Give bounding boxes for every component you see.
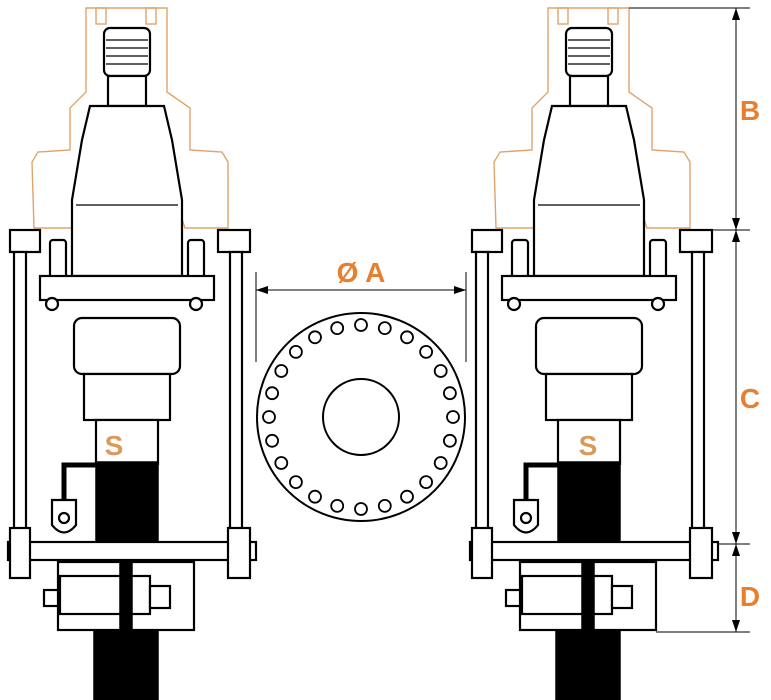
bolt-hole (308, 489, 322, 504)
left-cable-core (95, 461, 159, 545)
right-cable-out (555, 629, 621, 700)
right-flange (500, 274, 678, 302)
bolt-hole (288, 344, 303, 359)
flange-bore (322, 378, 400, 456)
left-clamp-bolt-l (42, 588, 60, 608)
left-stud-1 (48, 238, 68, 280)
bolt-hole (400, 330, 414, 345)
dimension-b-label: B (740, 95, 760, 126)
left-flange (38, 274, 216, 302)
bolt-hole (274, 456, 289, 470)
bolt-hole (442, 386, 457, 401)
right-stress-cone (534, 316, 644, 376)
left-bushing-body (70, 104, 184, 278)
bolt-hole (442, 433, 457, 448)
left-flange-nut-2 (188, 296, 204, 312)
bolt-hole (262, 410, 276, 424)
left-neck (106, 74, 148, 108)
bolt-hole (419, 344, 434, 359)
right-cable-core (557, 461, 621, 545)
diameter-label: Ø A (337, 257, 386, 288)
bolt-hole (433, 364, 448, 378)
right-bushing-body (532, 104, 646, 278)
left-bottom-nut-1 (8, 526, 32, 580)
bolt-hole (377, 321, 392, 336)
left-stress-cone (72, 316, 182, 376)
bolt-hole (419, 475, 434, 490)
left-rod-1 (12, 250, 28, 544)
bolt-hole (265, 433, 280, 448)
dimension-d-label: D (740, 581, 760, 612)
left-assembly: S (6, 7, 258, 700)
bolt-hole (288, 475, 303, 490)
left-bottom-bar (6, 540, 258, 562)
center-flange: Ø A (255, 257, 467, 522)
left-lower-body (82, 372, 172, 422)
right-top-connector (564, 26, 614, 78)
bolt-hole (330, 498, 345, 513)
left-bottom-nut-2 (226, 526, 252, 580)
bolt-hole (308, 330, 322, 345)
right-rod-1 (474, 250, 490, 544)
right-section-label: S (579, 430, 598, 461)
left-top-block-l (8, 228, 42, 254)
left-clamp-bolt-r (148, 584, 172, 610)
bolt-hole (330, 321, 345, 336)
dimension-set: B C D (629, 7, 760, 633)
left-section-label: S (105, 430, 124, 461)
bolt-hole (446, 410, 460, 424)
left-top-connector (102, 26, 152, 78)
left-top-block-r (216, 228, 252, 254)
dimension-c-label: C (740, 383, 760, 414)
bolt-hole (377, 498, 392, 513)
right-rod-2 (690, 250, 706, 544)
bolt-hole (274, 364, 289, 378)
bolt-hole (354, 318, 368, 332)
left-stud-2 (186, 238, 206, 280)
right-bottom-bar (468, 540, 720, 562)
left-rod-2 (228, 250, 244, 544)
left-earth-lead (61, 462, 96, 505)
right-assembly: S (468, 7, 720, 700)
bolt-hole (354, 502, 368, 516)
left-cable-out (93, 629, 159, 700)
bolt-hole (433, 456, 448, 470)
left-housing-tab-1 (95, 7, 107, 25)
bolt-hole (265, 386, 280, 401)
bolt-hole (400, 489, 414, 504)
left-housing-tab-2 (145, 7, 157, 25)
flange-bolt-holes (262, 318, 460, 516)
left-flange-nut-1 (44, 296, 60, 312)
left-clamp-block (58, 574, 152, 616)
